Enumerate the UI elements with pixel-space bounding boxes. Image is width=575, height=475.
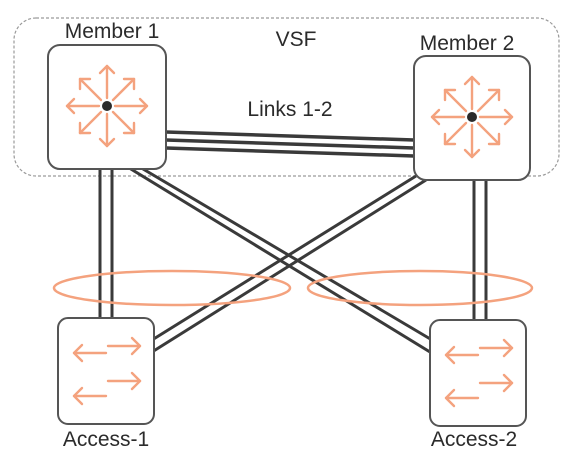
member-2-label: Member 2 — [420, 32, 515, 55]
access-2-node — [429, 319, 527, 427]
uplink-member2-access1 — [151, 174, 427, 354]
access-1-node — [57, 317, 155, 425]
lag-ellipse-access-1 — [52, 269, 292, 307]
access-1-label: Access-1 — [63, 428, 149, 451]
access-2-label: Access-2 — [431, 428, 517, 451]
router-icon — [430, 75, 514, 159]
uplink-member1-access2 — [125, 164, 433, 354]
member-1-node — [47, 44, 167, 170]
vsf-label: VSF — [276, 28, 317, 51]
vsf-links — [165, 130, 415, 158]
switch-icon — [444, 338, 514, 408]
links-label: Links 1-2 — [247, 98, 332, 121]
member-2-node — [413, 55, 531, 181]
lag-ellipse-access-2 — [306, 269, 534, 307]
vsf-stack-frame — [13, 17, 560, 177]
switch-icon — [72, 336, 142, 406]
router-icon — [65, 64, 149, 148]
uplink-member1-access1 — [98, 168, 114, 322]
uplink-member2-access2 — [472, 178, 488, 322]
member-1-label: Member 1 — [65, 20, 160, 43]
